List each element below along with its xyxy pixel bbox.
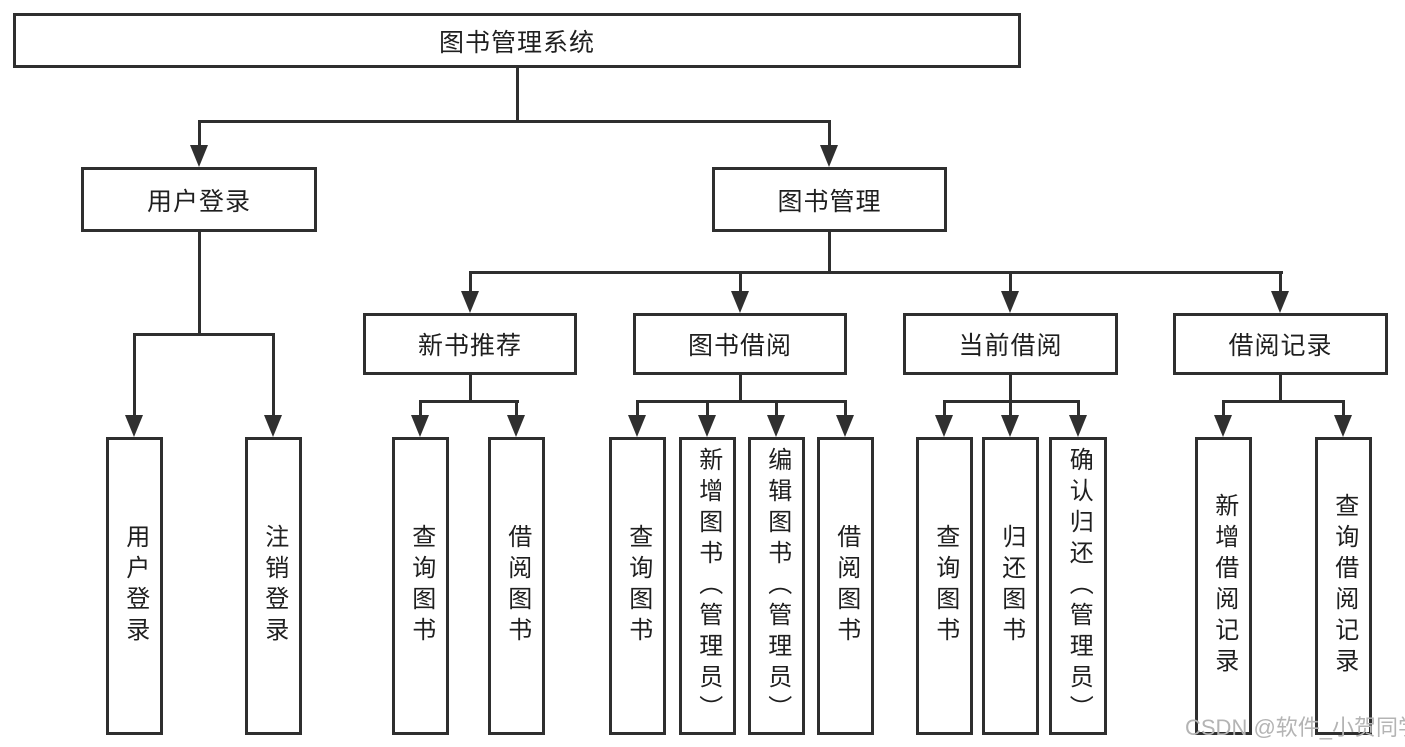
connector-line bbox=[1077, 400, 1080, 418]
connector-line bbox=[469, 271, 1283, 274]
leaf-add-borrow-record: 新增借阅记录 bbox=[1195, 437, 1252, 735]
connector-line bbox=[469, 375, 472, 402]
connector-line bbox=[828, 232, 831, 273]
connector-line bbox=[706, 400, 709, 418]
node-label: 新书推荐 bbox=[417, 332, 522, 360]
connector-line bbox=[1222, 400, 1225, 418]
connector-line bbox=[1342, 400, 1345, 418]
node-label: 新增图书（管理员） bbox=[694, 446, 722, 726]
node-label: 注销登录 bbox=[260, 524, 288, 648]
arrow-down-icon bbox=[767, 415, 785, 437]
connector-line bbox=[828, 120, 831, 149]
node-label: 查询借阅记录 bbox=[1330, 493, 1358, 679]
node-label: 归还图书 bbox=[997, 524, 1025, 648]
leaf-borrow-books-recommend: 借阅图书 bbox=[488, 437, 545, 735]
node-new-book-recommendation: 新书推荐 bbox=[363, 313, 577, 375]
connector-line bbox=[1009, 375, 1012, 402]
leaf-add-book-admin: 新增图书（管理员） bbox=[679, 437, 736, 735]
node-label: 查询图书 bbox=[931, 524, 959, 648]
arrow-down-icon bbox=[1001, 291, 1019, 313]
connector-line bbox=[1009, 400, 1012, 418]
node-current-borrowing: 当前借阅 bbox=[903, 313, 1118, 375]
leaf-query-books-recommend: 查询图书 bbox=[392, 437, 449, 735]
leaf-confirm-return-admin: 确认归还（管理员） bbox=[1049, 437, 1107, 735]
leaf-user-login: 用户登录 bbox=[106, 437, 163, 735]
connector-line bbox=[198, 232, 201, 335]
connector-line bbox=[739, 271, 742, 295]
arrow-down-icon bbox=[935, 415, 953, 437]
node-label: 借阅图书 bbox=[503, 524, 531, 648]
arrow-down-icon bbox=[698, 415, 716, 437]
connector-line bbox=[739, 375, 742, 402]
connector-line bbox=[775, 400, 778, 418]
connector-line bbox=[515, 400, 518, 418]
connector-line bbox=[1222, 400, 1345, 403]
leaf-edit-book-admin: 编辑图书（管理员） bbox=[748, 437, 805, 735]
connector-line bbox=[1009, 271, 1012, 295]
arrow-down-icon bbox=[264, 415, 282, 437]
leaf-query-borrow-record: 查询借阅记录 bbox=[1315, 437, 1372, 735]
connector-line bbox=[943, 400, 946, 418]
arrow-down-icon bbox=[628, 415, 646, 437]
leaf-return-books: 归还图书 bbox=[982, 437, 1039, 735]
node-label: 图书管理系统 bbox=[438, 28, 595, 57]
watermark: CSDN @软件_小贺同学 bbox=[1185, 715, 1405, 740]
node-user-login: 用户登录 bbox=[81, 167, 317, 232]
connector-line bbox=[198, 120, 831, 123]
arrow-down-icon bbox=[1214, 415, 1232, 437]
node-label: 确认归还（管理员） bbox=[1065, 446, 1093, 726]
connector-line bbox=[636, 400, 639, 418]
leaf-query-books-current: 查询图书 bbox=[916, 437, 973, 735]
connector-line bbox=[844, 400, 847, 418]
node-book-management: 图书管理 bbox=[712, 167, 947, 232]
node-label: 新增借阅记录 bbox=[1210, 493, 1238, 679]
node-label: 图书管理 bbox=[777, 187, 882, 216]
connector-line bbox=[469, 271, 472, 295]
arrow-down-icon bbox=[820, 145, 838, 167]
node-label: 查询图书 bbox=[407, 524, 435, 648]
connector-line bbox=[272, 333, 275, 418]
connector-line bbox=[1279, 271, 1282, 295]
connector-line bbox=[419, 400, 519, 403]
arrow-down-icon bbox=[125, 415, 143, 437]
leaf-query-books-borrowing: 查询图书 bbox=[609, 437, 666, 735]
arrow-down-icon bbox=[411, 415, 429, 437]
leaf-logout-login: 注销登录 bbox=[245, 437, 302, 735]
arrow-down-icon bbox=[461, 291, 479, 313]
node-label: 图书借阅 bbox=[687, 332, 792, 360]
arrow-down-icon bbox=[1334, 415, 1352, 437]
arrow-down-icon bbox=[836, 415, 854, 437]
connector-line bbox=[516, 68, 519, 122]
arrow-down-icon bbox=[190, 145, 208, 167]
node-borrowing-records: 借阅记录 bbox=[1173, 313, 1388, 375]
node-label: 查询图书 bbox=[624, 524, 652, 648]
node-library-management-system: 图书管理系统 bbox=[13, 13, 1021, 68]
connector-line bbox=[133, 333, 275, 336]
node-label: 当前借阅 bbox=[958, 332, 1063, 360]
arrow-down-icon bbox=[1069, 415, 1087, 437]
arrow-down-icon bbox=[507, 415, 525, 437]
node-label: 用户登录 bbox=[121, 524, 149, 648]
arrow-down-icon bbox=[731, 291, 749, 313]
node-label: 借阅图书 bbox=[832, 524, 860, 648]
connector-line bbox=[133, 333, 136, 418]
node-label: 用户登录 bbox=[146, 187, 251, 216]
node-label: 编辑图书（管理员） bbox=[763, 446, 791, 726]
arrow-down-icon bbox=[1271, 291, 1289, 313]
connector-line bbox=[198, 120, 201, 149]
arrow-down-icon bbox=[1001, 415, 1019, 437]
connector-line bbox=[419, 400, 422, 418]
connector-line bbox=[1279, 375, 1282, 402]
leaf-borrow-books-borrowing: 借阅图书 bbox=[817, 437, 874, 735]
node-book-borrowing: 图书借阅 bbox=[633, 313, 847, 375]
connector-line bbox=[636, 400, 847, 403]
node-label: 借阅记录 bbox=[1228, 332, 1333, 360]
